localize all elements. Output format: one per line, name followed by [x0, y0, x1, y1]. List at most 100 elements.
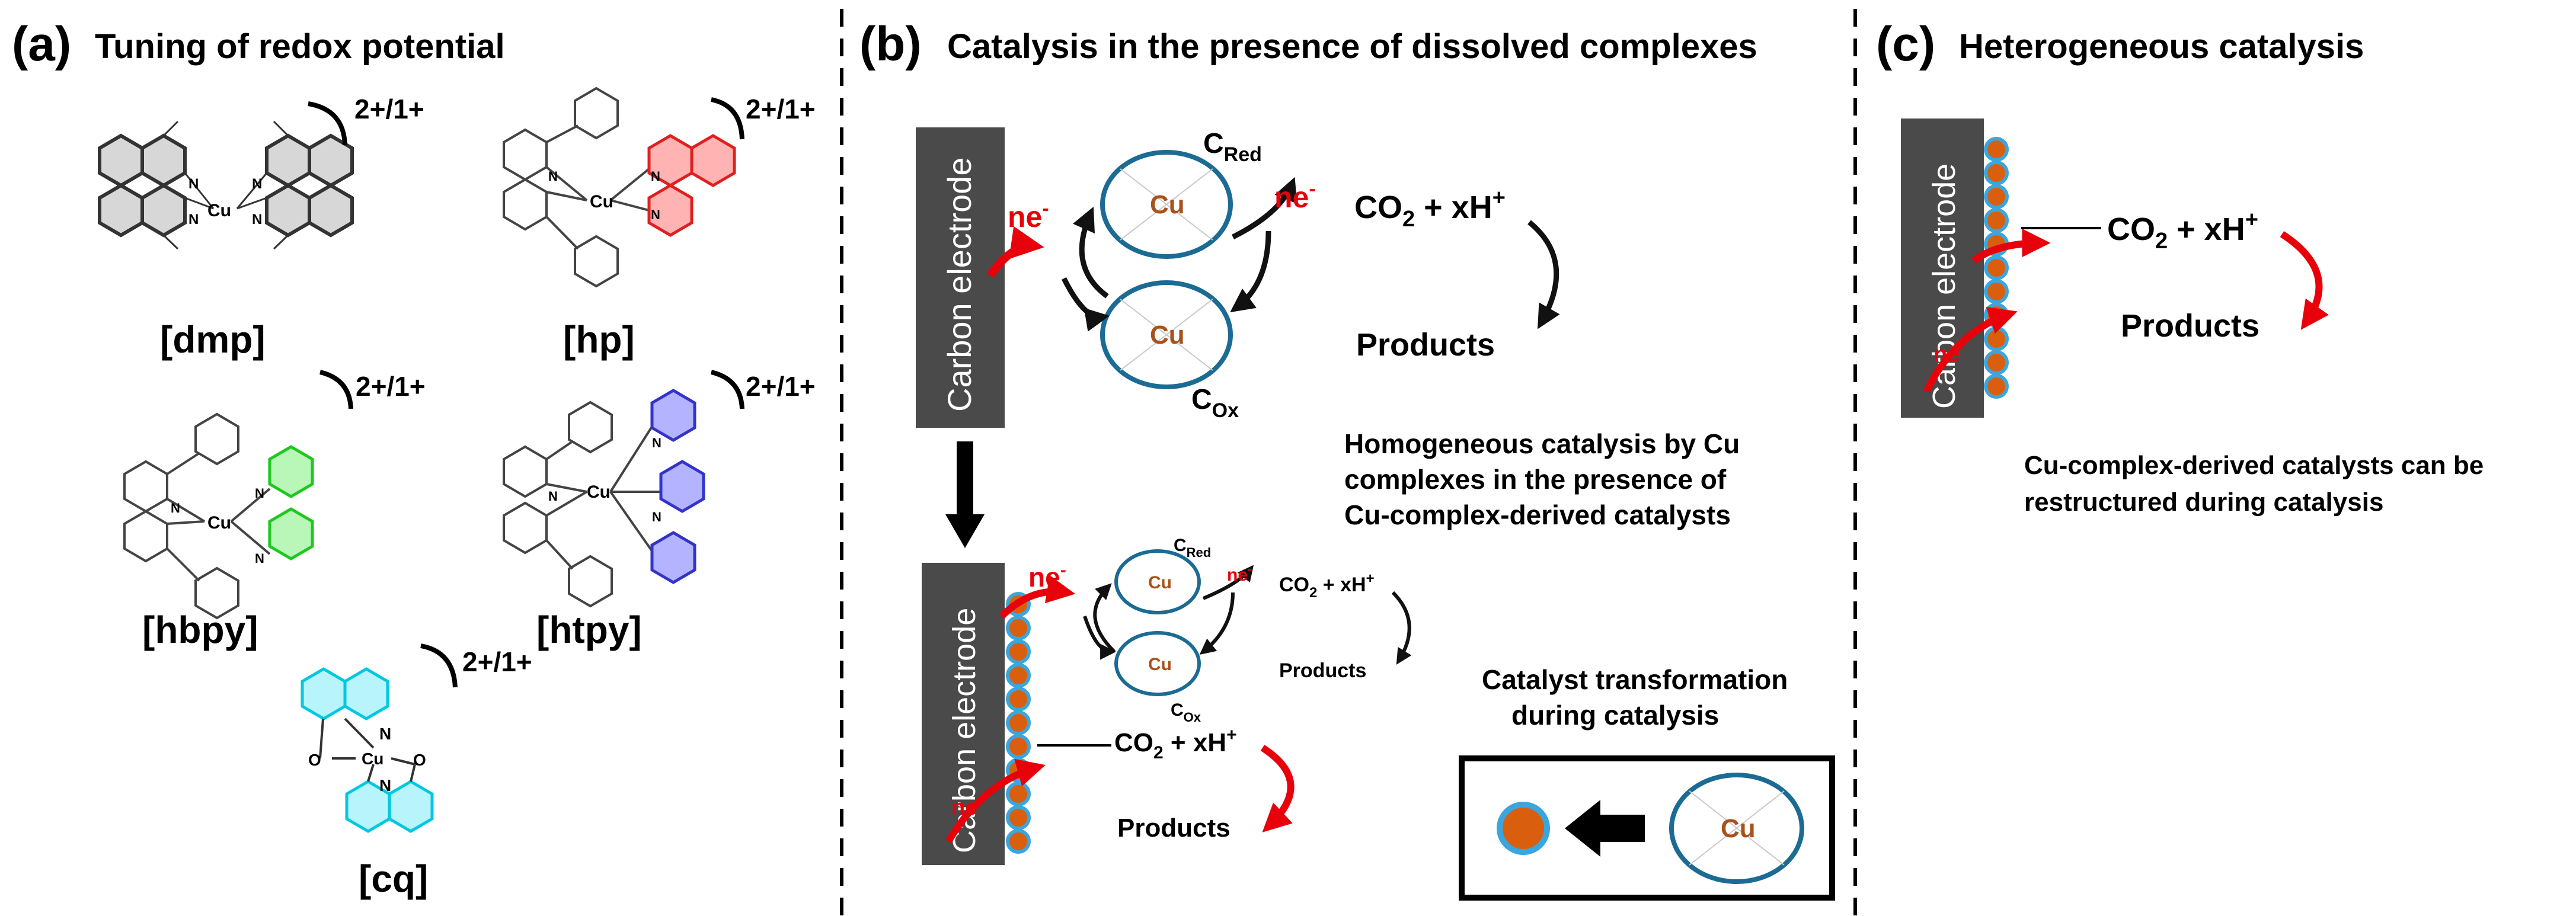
catalyst-particle: [1006, 805, 1031, 830]
ring-hbpy-1: [268, 445, 314, 498]
catalyst-particle: [1984, 137, 2009, 162]
bottom-electrode-label: Carbon electrode: [947, 608, 982, 853]
hbpy-n-1: N: [171, 501, 180, 515]
panel-b-title: Catalysis in the presence of dissolved c…: [947, 27, 1757, 66]
catalyst-particle: [1984, 374, 2009, 399]
charge-bracket-hbpy: [319, 370, 353, 409]
top-co2-arrow: [1527, 220, 1560, 329]
top-complex-red-cu: Cu: [1150, 190, 1185, 219]
htpy-n-2: N: [652, 435, 661, 450]
ring-hp-3: [690, 134, 736, 187]
charge-bracket-cq: [420, 643, 458, 688]
hp-cu: Cu: [590, 192, 613, 212]
c-note-line-2: restructured during catalysis: [2024, 488, 2383, 517]
top-c-red: CRed: [1203, 128, 1262, 166]
complex-htpy: Cu N N N 2+/1+ [htpy]: [503, 370, 816, 651]
ring-htpy-3: [650, 531, 696, 584]
top-complex-ox-cu: Cu: [1150, 321, 1185, 350]
bottom-electron-label-3: ne-: [1227, 562, 1252, 585]
hp-n-2: N: [651, 169, 660, 184]
catalyst-particle: [1984, 326, 2009, 351]
label-hp: [hp]: [563, 318, 635, 361]
top-products: Products: [1356, 327, 1495, 363]
catalyst-particle: [1006, 616, 1031, 640]
top-electron-label-2: ne-: [1274, 178, 1316, 214]
cq-n-2: N: [379, 776, 391, 795]
ring-dmp-7: [308, 133, 354, 188]
bottom-complex-red: [1114, 549, 1201, 614]
ring-htpy-2: [659, 460, 705, 513]
top-electron-label: ne-: [1008, 197, 1049, 233]
dmp-n-2: N: [188, 212, 199, 228]
cq-o-1: O: [308, 751, 321, 769]
cq-o-2: O: [413, 751, 426, 769]
charge-bracket-hp: [711, 97, 744, 140]
bottom-electrode-particles: [1006, 592, 1031, 854]
bottom-cycle-arrow-right: [1202, 565, 1254, 600]
label-cq: [cq]: [359, 857, 428, 900]
bottom-complex-red-cu: Cu: [1148, 573, 1172, 592]
ring-dmp-6: [265, 183, 311, 238]
ring-cq-4: [388, 780, 434, 833]
panel-c-letter: (c): [1876, 17, 1935, 71]
htpy-n-3: N: [652, 510, 661, 524]
ring-cq-2: [343, 667, 389, 720]
htpy-cu: Cu: [587, 482, 611, 502]
c-products: Products: [2121, 308, 2259, 344]
ring-hbpy-2: [268, 507, 314, 561]
ring-dmp-2: [140, 183, 187, 238]
bottom-complex-ox: [1114, 631, 1201, 696]
label-htpy: [htpy]: [536, 608, 642, 651]
catalyst-particle: [1984, 184, 2009, 209]
catalyst-particle: [1984, 350, 2009, 375]
htpy-n-1: N: [548, 489, 558, 504]
charge-cq: 2+/1+: [462, 646, 532, 677]
ring-dmp-5: [265, 133, 311, 188]
top-cycle-arrow-left-up: [1072, 206, 1109, 299]
bottom-co2-small: CO2 + xH+: [1279, 571, 1375, 601]
charge-bracket-dmp: [308, 101, 347, 146]
panel-c-title: Heterogeneous catalysis: [1959, 27, 2364, 66]
bottom-surface-arrow: [1260, 744, 1295, 832]
transformation-arrow: [1565, 800, 1645, 857]
complex-cq: Cu N N O O 2+/1+ [cq]: [301, 643, 532, 900]
bottom-cycle-arrow-right-2: [1199, 592, 1235, 655]
catalyst-particle: [1984, 208, 2009, 233]
hp-n-1: N: [548, 169, 558, 184]
c-note-line-1: Cu-complex-derived catalysts can be: [2024, 451, 2484, 480]
label-dmp: [dmp]: [160, 318, 266, 361]
bottom-electron-label: ne-: [1028, 561, 1066, 592]
catalyst-particle: [1006, 829, 1031, 854]
top-cycle-arrow-right-up: [1231, 177, 1297, 240]
catalyst-particle: [1984, 161, 2009, 185]
c-electrode-particles: [1984, 137, 2009, 399]
homogeneous-note-line-3: Cu-complex-derived catalysts: [1344, 499, 1731, 530]
homogeneous-note-line-2: complexes in the presence of: [1344, 464, 1727, 495]
panel-c: (c) Heterogeneous catalysis Carbon elect…: [1876, 17, 2484, 517]
cq-cu: Cu: [362, 750, 383, 768]
panel-b: (b) Catalysis in the presence of dissolv…: [859, 17, 1835, 901]
hbpy-cu: Cu: [207, 513, 231, 533]
ring-htpy-1: [650, 389, 696, 442]
top-cycle-arrow-right-down: [1230, 230, 1271, 313]
transformation-complex-cu: Cu: [1721, 814, 1756, 843]
complex-dmp: Cu N N N N 2+/1+ [dmp]: [98, 94, 424, 361]
top-electron-arrow: [986, 226, 1044, 278]
bottom-products-small: Products: [1279, 659, 1366, 682]
catalyst-particle: [1984, 279, 2009, 304]
hp-n-3: N: [651, 207, 660, 222]
charge-dmp: 2+/1+: [354, 94, 424, 124]
catalyst-particle: [1006, 663, 1031, 688]
bottom-electron-arrow-2: [945, 758, 1046, 844]
bottom-products-surface: Products: [1117, 813, 1231, 843]
ring-dmp-4: [98, 183, 144, 238]
ring-dmp-3: [98, 133, 144, 188]
charge-bracket-htpy: [710, 370, 744, 409]
bottom-electron-arrow: [999, 575, 1076, 619]
bottom-co2-surface: CO2 + xH+: [1114, 725, 1237, 763]
homogeneous-note-line-1: Homogeneous catalysis by Cu: [1344, 428, 1740, 459]
panel-b-letter: (b): [859, 17, 922, 71]
ring-dmp-8: [308, 183, 354, 238]
cq-n-1: N: [379, 725, 391, 743]
